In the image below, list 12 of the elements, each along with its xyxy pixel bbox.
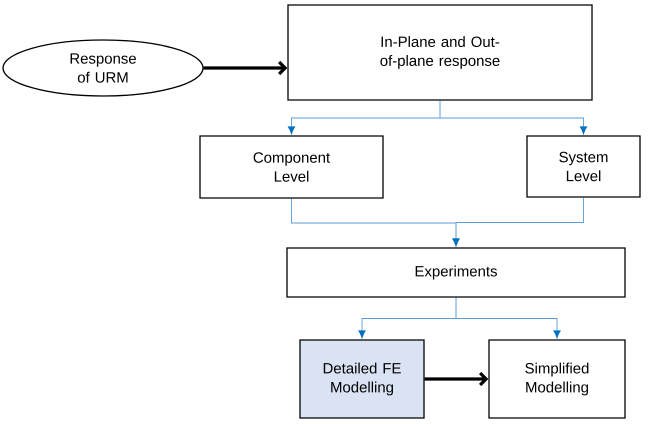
arrow xyxy=(456,297,561,338)
arrow xyxy=(204,60,288,76)
process-box: System Level xyxy=(526,135,641,198)
arrow xyxy=(440,100,588,134)
ellipse-node: Response of URM xyxy=(2,39,204,97)
process-box: Component Level xyxy=(199,135,384,199)
process-box: In-Plane and Out-of-plane response xyxy=(287,4,593,101)
process-box: Experiments xyxy=(286,247,626,298)
process-box: Simplified Modelling xyxy=(488,339,626,419)
arrow xyxy=(452,197,584,246)
process-box: Detailed FE Modelling xyxy=(299,339,425,419)
arrow xyxy=(424,372,488,386)
